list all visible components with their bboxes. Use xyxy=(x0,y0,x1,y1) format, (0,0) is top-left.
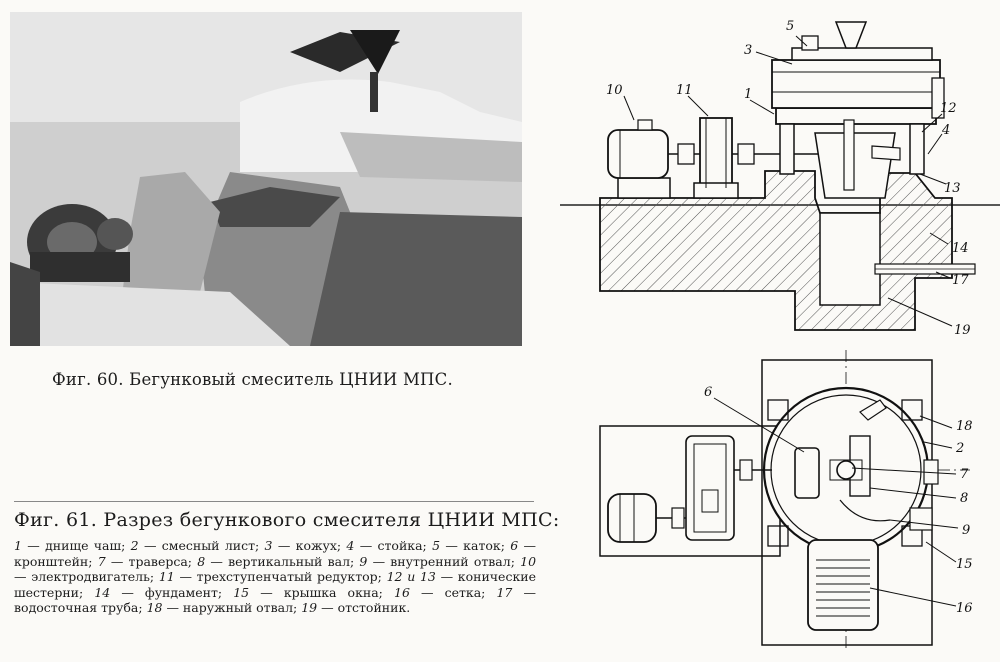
section-drawing: 5 3 10 11 1 12 4 13 14 17 19 xyxy=(560,19,1000,338)
section-label-14: 14 xyxy=(952,241,969,256)
legend-number: 14 xyxy=(94,584,111,600)
legend-number: 15 xyxy=(233,584,250,600)
divider xyxy=(14,501,534,502)
legend-number: 3 xyxy=(264,538,273,553)
mixer-photo xyxy=(10,12,522,346)
legend-number: 1 xyxy=(14,538,22,553)
section-label-13: 13 xyxy=(944,181,961,196)
plan-label-18: 18 xyxy=(956,419,973,434)
legend-text: — днище чаш; xyxy=(21,538,131,553)
legend-number: 11 xyxy=(158,569,175,585)
legend-text: — внутренний отвал; xyxy=(367,553,521,569)
legend-text: — смесный лист; xyxy=(138,538,265,553)
legend-number: 12 и 13 xyxy=(386,569,436,585)
section-label-10: 10 xyxy=(606,83,623,98)
legend-number: 6 xyxy=(510,538,519,553)
plan-drawing: 6 18 2 7 8 9 15 16 xyxy=(599,350,973,650)
legend-number: 7 xyxy=(97,553,106,569)
legend-text: — каток; xyxy=(440,538,511,553)
legend-text: — водосточная труба; xyxy=(14,584,536,616)
legend-text: — крышка окна; xyxy=(249,584,394,600)
section-label-3: 3 xyxy=(744,43,752,58)
plan-label-9: 9 xyxy=(962,523,970,538)
section-label-5: 5 xyxy=(786,19,794,34)
plan-label-16: 16 xyxy=(956,601,973,616)
fig60-caption: Фиг. 60. Бегунковый смеситель ЦНИИ МПС. xyxy=(52,370,453,389)
plan-label-8: 8 xyxy=(960,491,968,506)
plan-label-15: 15 xyxy=(956,557,973,572)
legend-text: — электродвигатель; xyxy=(14,569,159,585)
section-label-1: 1 xyxy=(744,87,752,102)
legend-number: 19 xyxy=(301,600,318,616)
legend-number: 17 xyxy=(496,584,513,600)
section-label-12: 12 xyxy=(940,101,957,116)
legend-text: — отстойник. xyxy=(317,600,411,616)
legend-number: 9 xyxy=(359,553,368,569)
plan-label-2: 2 xyxy=(955,441,964,456)
fig61-caption: Фиг. 61. Разрез бегункового смесителя ЦН… xyxy=(14,509,560,531)
legend-number: 8 xyxy=(197,553,206,569)
legend-text: — трехступенчатый редуктор; xyxy=(174,569,387,585)
legend-text: — траверса; xyxy=(105,553,198,569)
legend-text: — конические шестерни; xyxy=(14,569,536,600)
legend-text: — кронштейн; xyxy=(14,538,537,569)
legend-number: 4 xyxy=(346,538,355,553)
legend-number: 18 xyxy=(146,600,163,616)
legend-number: 5 xyxy=(432,538,441,553)
legend-text: — наружный отвал; xyxy=(162,600,302,616)
legend-text: — сетка; xyxy=(409,584,497,600)
section-label-19: 19 xyxy=(954,323,971,338)
section-label-17: 17 xyxy=(952,273,969,288)
legend-text: — стойка; xyxy=(354,538,433,553)
legend-text: — кожух; xyxy=(272,538,347,553)
legend-text: — вертикальный вал; xyxy=(205,553,360,569)
plan-label-7: 7 xyxy=(960,467,969,482)
plan-label-6: 6 xyxy=(704,385,712,400)
fig61-legend: 1 — днище чаш; 2 — смесный лист; 3 — кож… xyxy=(14,538,536,616)
section-label-11: 11 xyxy=(676,83,693,98)
legend-number: 10 xyxy=(520,553,537,569)
section-label-4: 4 xyxy=(941,123,950,138)
legend-text: — фундамент; xyxy=(110,584,234,600)
legend-number: 16 xyxy=(394,584,410,600)
legend-number: 2 xyxy=(130,538,139,553)
